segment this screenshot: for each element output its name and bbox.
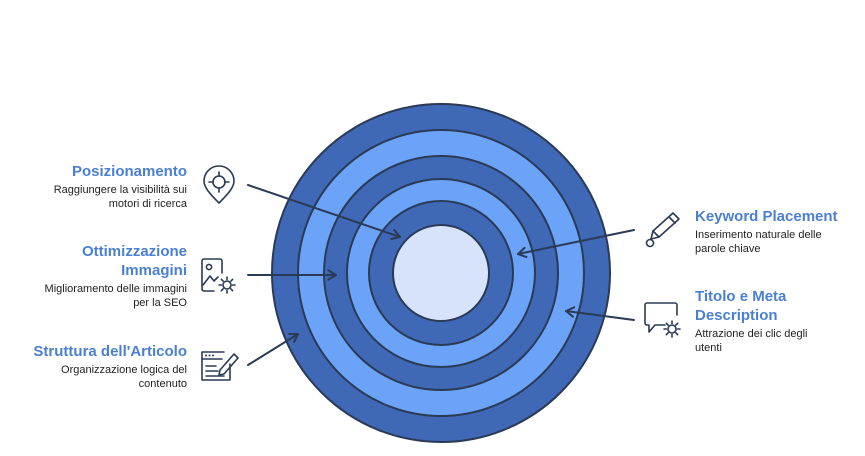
location-target-icon <box>203 165 235 204</box>
chat-settings-icon <box>644 302 681 338</box>
article-edit-icon <box>201 351 239 381</box>
arrow-ottimizzazione-immagini <box>247 269 337 281</box>
title-titolo-meta: Titolo e Meta Description <box>695 287 860 325</box>
desc-ottimizzazione-line-1: Miglioramento delle immagini <box>44 283 187 295</box>
desc-ottimizzazione-line-2: per la SEO <box>133 297 187 309</box>
desc-keyword-placement: Inserimento naturale delle parole chiave <box>695 228 860 256</box>
title-ottimizzazione-line-2: Immagini <box>121 262 187 279</box>
title-titolo-meta-line-2: Description <box>695 307 778 324</box>
desc-struttura-line-2: contenuto <box>138 378 187 390</box>
label-struttura-articolo: Struttura dell'Articolo Organizzazione l… <box>0 342 187 391</box>
desc-struttura-articolo: Organizzazione logica del contenuto <box>0 363 187 391</box>
desc-posizionamento-line-1: Raggiungere la visibilità sui <box>53 184 187 196</box>
desc-titolo-meta-line-1: Attrazione dei clic degli <box>695 328 808 340</box>
pen-edit-icon <box>645 212 680 248</box>
desc-keyword-line-1: Inserimento naturale delle <box>695 229 822 241</box>
title-struttura-articolo: Struttura dell'Articolo <box>33 343 187 360</box>
label-keyword-placement: Keyword Placement Inserimento naturale d… <box>695 207 860 256</box>
desc-posizionamento-line-2: motori di ricerca <box>108 198 187 210</box>
icons <box>201 165 681 381</box>
desc-keyword-line-2: parole chiave <box>695 243 761 255</box>
label-titolo-meta: Titolo e Meta Description Attrazione dei… <box>695 287 860 355</box>
center-core <box>392 224 490 322</box>
desc-titolo-meta: Attrazione dei clic degli utenti <box>695 327 860 355</box>
label-posizionamento: Posizionamento Raggiungere la visibilità… <box>0 162 187 211</box>
title-ottimizzazione-line-1: Ottimizzazione <box>81 243 187 260</box>
desc-ottimizzazione-immagini: Miglioramento delle immagini per la SEO <box>0 282 187 310</box>
desc-posizionamento: Raggiungere la visibilità sui motori di … <box>0 183 187 211</box>
title-posizionamento: Posizionamento <box>71 163 187 180</box>
label-ottimizzazione-immagini: Ottimizzazione Immagini Miglioramento de… <box>0 242 187 310</box>
image-settings-icon <box>201 258 236 294</box>
desc-titolo-meta-line-2: utenti <box>695 342 722 354</box>
arrow-posizionamento <box>247 184 401 240</box>
arrow-struttura-articolo <box>247 333 299 366</box>
arrow-keyword-placement <box>517 229 635 259</box>
desc-struttura-line-1: Organizzazione logica del <box>61 364 187 376</box>
arrow-titolo-meta <box>565 306 635 321</box>
rings <box>271 103 611 443</box>
title-keyword-placement: Keyword Placement <box>695 208 838 225</box>
title-titolo-meta-line-1: Titolo e Meta <box>695 288 787 305</box>
title-ottimizzazione-immagini: Ottimizzazione Immagini <box>0 242 187 280</box>
arrows <box>247 184 635 366</box>
